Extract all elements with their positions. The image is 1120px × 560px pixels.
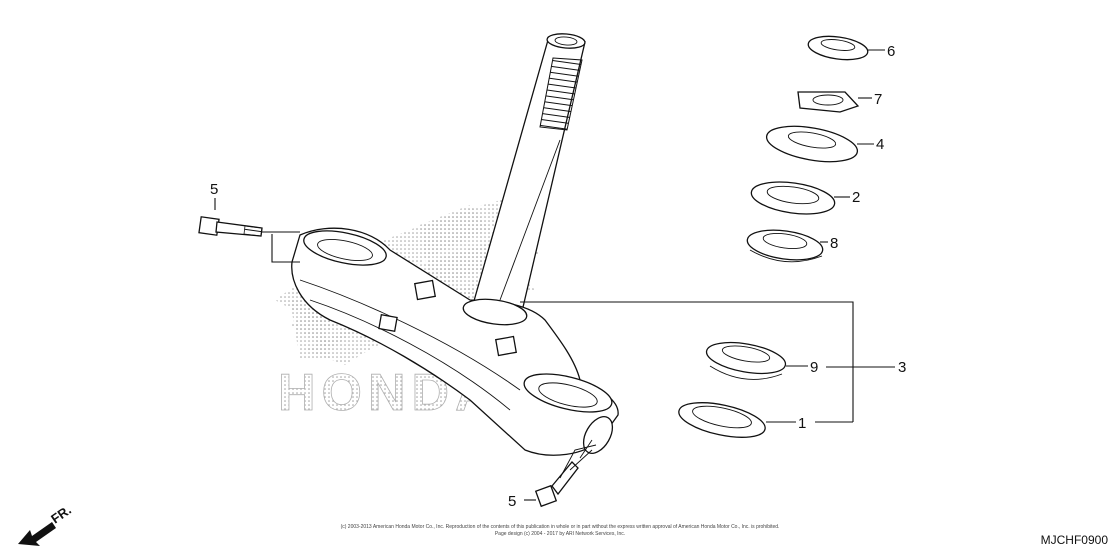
pinch-bolt-top (198, 216, 263, 237)
pinch-bolt-bottom (534, 439, 593, 508)
callout-3: 3 (898, 359, 906, 376)
callout-9: 9 (810, 359, 818, 376)
callout-6: 6 (887, 43, 895, 60)
upper-inner-race (750, 181, 836, 215)
copyright-line-1: (c) 2003-2013 American Honda Motor Co., … (341, 524, 780, 530)
lock-washer (797, 91, 860, 113)
lock-nut (807, 35, 869, 61)
callout-1: 1 (798, 415, 806, 432)
callout-8: 8 (830, 235, 838, 252)
callout-4: 4 (876, 136, 884, 153)
front-direction-arrow-icon (18, 522, 56, 546)
diagram-code: MJCHF0900 (1041, 533, 1109, 547)
callout-5-bottom: 5 (508, 493, 516, 510)
upper-bearing (746, 229, 824, 263)
lower-bearing (705, 341, 787, 380)
callout-2: 2 (852, 189, 860, 206)
steering-stem (469, 33, 586, 321)
callout-7: 7 (874, 91, 882, 108)
copyright-line-2: Page design (c) 2004 - 2017 by ARI Netwo… (495, 531, 625, 537)
leader-lines (214, 49, 895, 501)
lower-race (678, 402, 766, 438)
callout-5-top: 5 (210, 181, 218, 198)
steering-stem-bracket (291, 227, 619, 456)
adjusting-nut (765, 125, 859, 163)
